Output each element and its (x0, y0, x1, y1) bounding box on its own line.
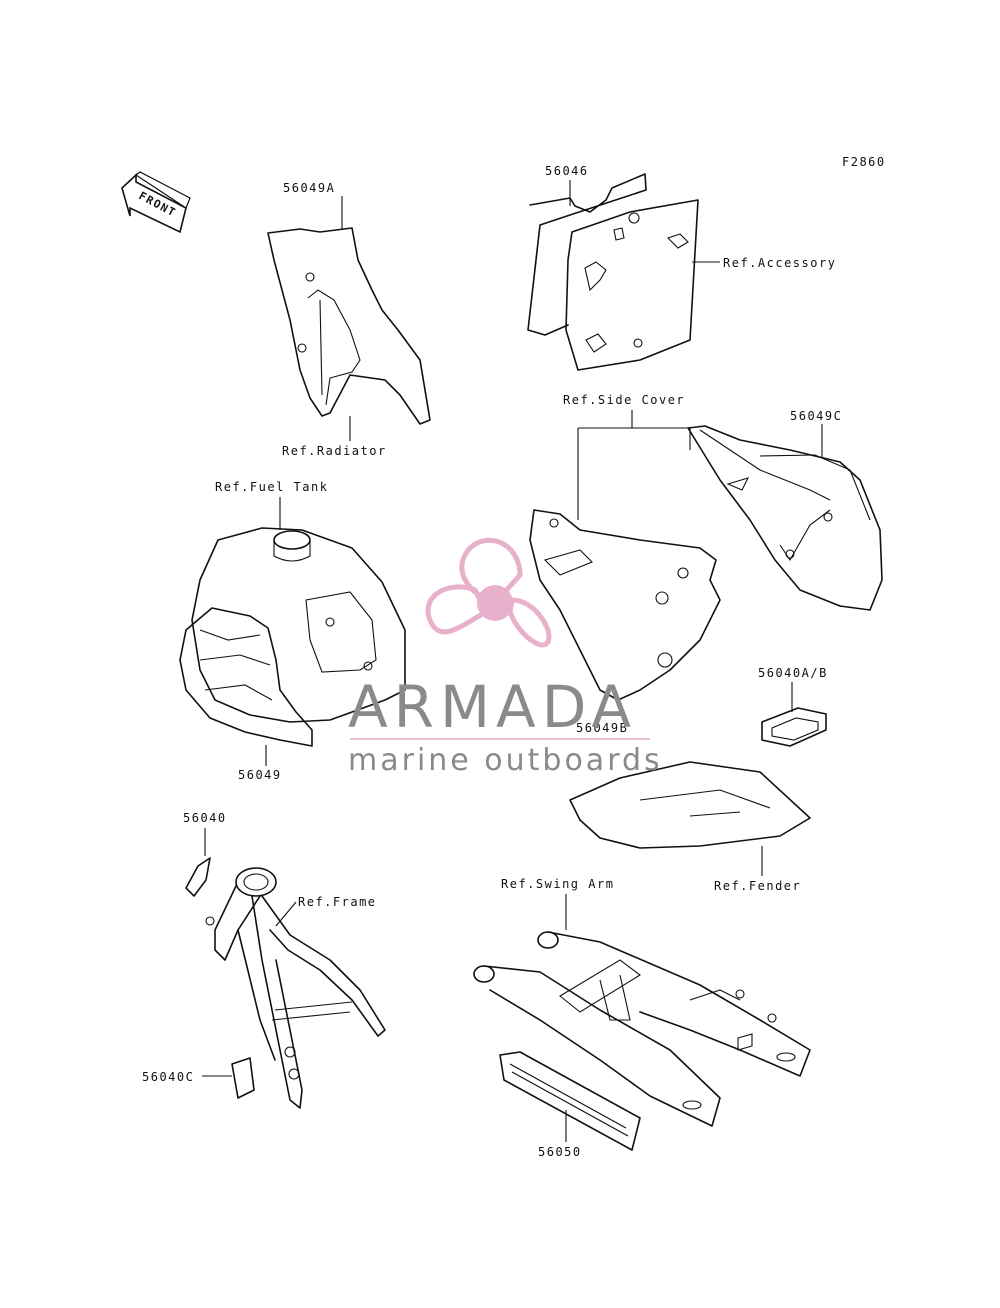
propeller-logo-icon (425, 537, 552, 648)
part-56040C-label: 56040C (142, 1070, 194, 1084)
badge-decal (761, 707, 827, 747)
small-frame-decal (185, 857, 211, 897)
part-56040-label: 56040 (183, 811, 227, 825)
ref-swing-arm-label: Ref.Swing Arm (501, 877, 614, 891)
ref-accessory-label: Ref.Accessory (723, 256, 836, 270)
watermark-subtitle: marine outboards (348, 743, 663, 778)
part-56050-label: 56050 (538, 1145, 582, 1159)
ref-fuel-tank-label: Ref.Fuel Tank (215, 480, 328, 494)
radiator-shroud-decal (267, 227, 431, 425)
armada-watermark: ARMADA marine outboards (348, 537, 663, 778)
part-56049C-label: 56049C (790, 409, 842, 423)
leader-ref-frame (275, 901, 297, 927)
swing-arm-decal (499, 1051, 641, 1151)
side-cover-decal-right (687, 425, 883, 611)
side-cover-decal-left (529, 509, 721, 701)
figure-code: F2860 (842, 155, 886, 169)
frame-side-decal (231, 1057, 255, 1099)
swing-arm (473, 931, 811, 1127)
fuel-tank-decal (179, 527, 406, 747)
part-56046-label: 56046 (545, 164, 589, 178)
ref-frame-label: Ref.Frame (298, 895, 377, 909)
accessory-decal-sheet (527, 173, 699, 371)
part-56049A-label: 56049A (283, 181, 335, 195)
part-56040AB-label: 56040A/B (758, 666, 828, 680)
ref-fender-label: Ref.Fender (714, 879, 801, 893)
leader-ref-side-cover (577, 410, 691, 520)
front-arrow-icon: FRONT (121, 171, 191, 234)
frame (205, 867, 386, 1109)
part-56049-label: 56049 (238, 768, 282, 782)
rear-fender (569, 761, 811, 849)
watermark-title: ARMADA (348, 673, 637, 741)
ref-side-cover-label: Ref.Side Cover (563, 393, 685, 407)
part-56049B-label: 56049B (576, 721, 628, 735)
ref-radiator-label: Ref.Radiator (282, 444, 387, 458)
